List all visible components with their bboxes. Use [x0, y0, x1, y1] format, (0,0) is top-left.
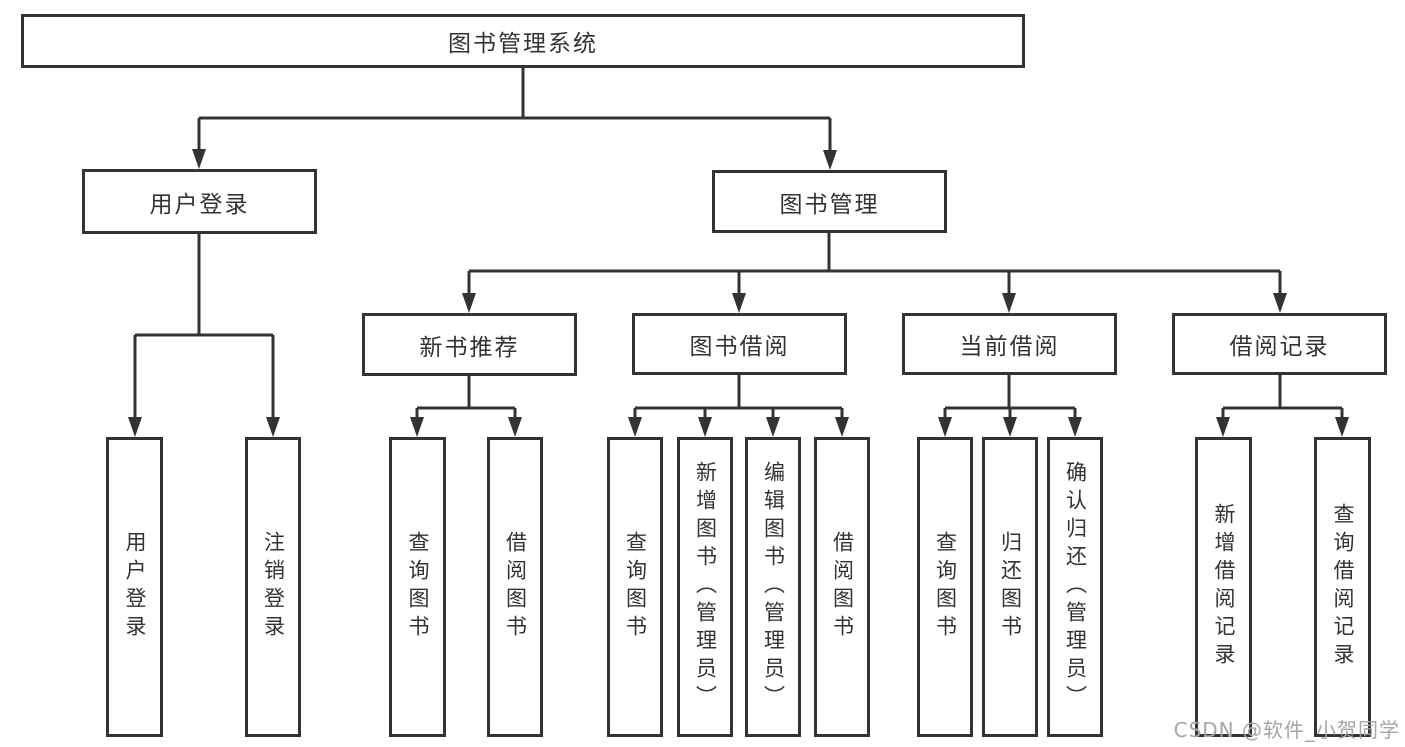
leaf-confirm-return-admin: 确认归还（管理员）	[1047, 437, 1103, 737]
node-library-management-system: 图书管理系统	[21, 14, 1025, 68]
node-label: 借阅记录	[1229, 334, 1330, 360]
node-book-management: 图书管理	[712, 170, 947, 233]
leaf-borrow-books-recommend: 借阅图书	[487, 437, 543, 737]
node-label: 确认归还（管理员）	[1063, 461, 1088, 713]
node-label: 图书管理	[779, 191, 880, 218]
node-label: 借阅图书	[830, 531, 855, 643]
leaf-logout-login: 注销登录	[245, 437, 301, 737]
leaf-return-books: 归还图书	[982, 437, 1038, 737]
node-current-borrowing: 当前借阅	[902, 313, 1117, 375]
node-label: 用户登录	[123, 531, 147, 643]
arrowheads	[128, 149, 1349, 437]
node-borrowing-records: 借阅记录	[1172, 313, 1387, 375]
node-book-borrowing: 图书借阅	[632, 313, 847, 375]
node-label: 注销登录	[261, 531, 286, 643]
node-user-login: 用户登录	[82, 169, 317, 234]
node-label: 新增借阅记录	[1212, 503, 1236, 671]
node-label: 图书借阅	[689, 334, 790, 360]
leaf-query-borrow-record: 查询借阅记录	[1314, 437, 1371, 737]
leaf-query-books-current: 查询图书	[917, 437, 973, 737]
leaf-add-borrow-record: 新增借阅记录	[1195, 437, 1252, 737]
node-label: 查询借阅记录	[1331, 503, 1355, 671]
node-label: 新书推荐	[419, 334, 520, 361]
node-label: 查询图书	[406, 531, 430, 643]
leaf-user-login: 用户登录	[106, 437, 163, 737]
csdn-watermark: CSDN @软件_小贺同学	[1173, 718, 1400, 742]
leaf-query-books-borrowing: 查询图书	[607, 437, 663, 737]
node-label: 查询图书	[623, 531, 648, 643]
node-label: 当前借阅	[959, 334, 1060, 360]
leaf-borrow-books-borrowing: 借阅图书	[814, 437, 870, 737]
node-label: 新增图书（管理员）	[693, 461, 718, 713]
node-label: 归还图书	[998, 531, 1023, 643]
leaf-add-books-admin: 新增图书（管理员）	[677, 437, 733, 737]
node-new-book-recommend: 新书推荐	[362, 313, 577, 376]
node-label: 查询图书	[933, 531, 958, 643]
leaf-edit-books-admin: 编辑图书（管理员）	[745, 437, 801, 737]
node-label: 编辑图书（管理员）	[761, 461, 786, 713]
node-label: 图书管理系统	[448, 31, 598, 57]
leaf-query-books-recommend: 查询图书	[389, 437, 446, 737]
node-label: 用户登录	[149, 191, 250, 218]
node-label: 借阅图书	[503, 531, 528, 643]
